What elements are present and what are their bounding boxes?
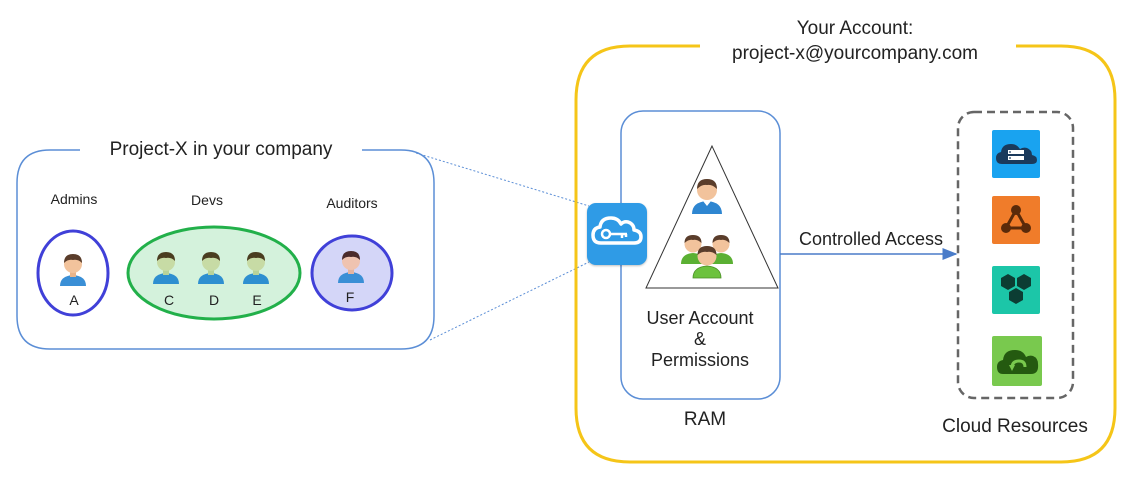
user-label-a: A xyxy=(69,292,79,308)
user-label-e: E xyxy=(252,292,262,308)
cloud-refresh-icon xyxy=(992,336,1042,386)
user-label-c: C xyxy=(163,292,175,308)
ram-icon xyxy=(587,203,647,265)
group-label-admins: Admins xyxy=(50,191,98,207)
single-user-icon xyxy=(692,179,722,214)
cloud-server-icon xyxy=(992,130,1040,178)
resources-box xyxy=(956,110,1075,400)
network-nodes-icon xyxy=(992,196,1040,244)
ram-cloud-key-icon xyxy=(591,216,643,245)
hexagon-cluster-icon xyxy=(992,266,1040,314)
project-title: Project-X in your company xyxy=(109,139,333,160)
user-group-icon xyxy=(681,235,733,279)
group-label-auditors: Auditors xyxy=(326,195,378,211)
account-title-line1: Your Account: xyxy=(796,18,914,39)
user-icon-f xyxy=(338,251,364,283)
ram-box-line2: & xyxy=(693,329,707,349)
connector-line-top xyxy=(415,152,590,207)
ram-label: RAM xyxy=(683,409,727,430)
user-icon-c xyxy=(153,252,179,284)
user-icon-d xyxy=(198,252,224,284)
cloud-resources-label: Cloud Resources xyxy=(942,416,1088,437)
ram-box-line1: User Account xyxy=(646,308,754,328)
permissions-triangle xyxy=(645,144,779,289)
account-title-line2: project-x@yourcompany.com xyxy=(732,43,978,64)
user-label-d: D xyxy=(208,292,220,308)
account-box xyxy=(574,44,1117,464)
group-label-devs: Devs xyxy=(191,192,223,208)
project-box xyxy=(16,149,435,350)
user-icon-e xyxy=(243,252,269,284)
controlled-access-label: Controlled Access xyxy=(798,229,944,249)
ram-box-line3: Permissions xyxy=(650,350,750,370)
user-icon-a xyxy=(60,254,86,286)
user-label-f: F xyxy=(345,289,355,305)
connector-line-bottom xyxy=(429,261,590,341)
